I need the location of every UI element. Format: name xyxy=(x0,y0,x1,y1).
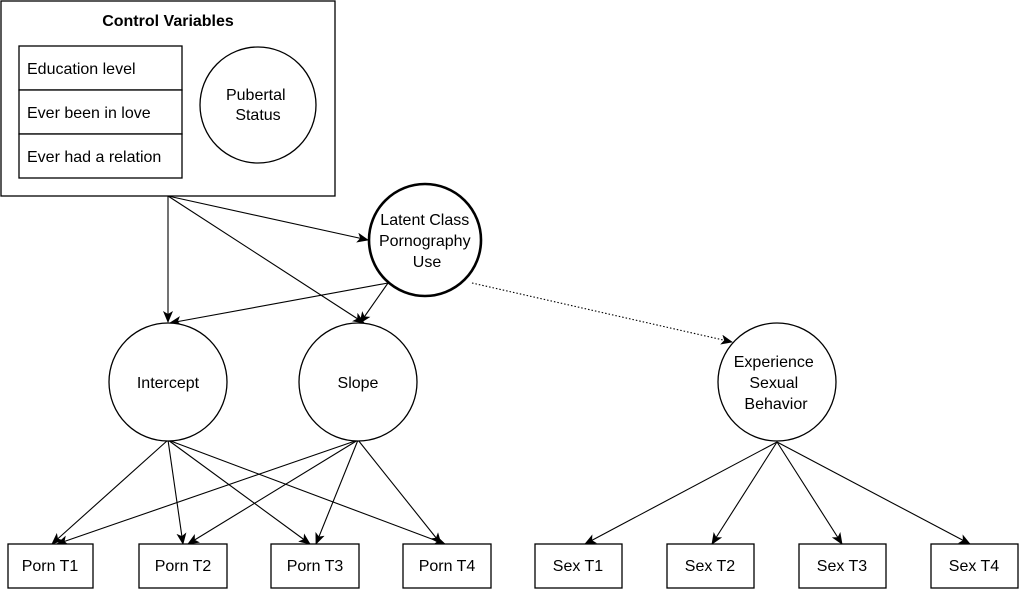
latent-class-line: Use xyxy=(413,254,442,271)
control-item-label: Ever had a relation xyxy=(27,149,161,166)
control-item-label: Ever been in love xyxy=(27,105,151,122)
arrow-slope-to-porn-t1 xyxy=(56,439,359,546)
porn-indicator-box xyxy=(270,543,360,589)
sex-indicators: Sex T1 Sex T2 Sex T3 Sex T4 xyxy=(534,543,1019,589)
pubertal-status-line: Status xyxy=(235,107,280,124)
arrow-slope-to-porn-t2 xyxy=(187,439,359,545)
experience-node-group: Experience Sexual Behavior xyxy=(717,322,837,442)
sex-indicator-box xyxy=(930,543,1019,589)
sex-indicator-label: Sex T3 xyxy=(817,558,868,575)
intercept-label: Intercept xyxy=(137,375,200,392)
control-item-box xyxy=(18,45,183,91)
intercept-node-group: Intercept xyxy=(108,322,228,442)
experience-node xyxy=(717,322,837,442)
porn-indicator-box xyxy=(7,543,94,589)
slope-label: Slope xyxy=(338,375,379,392)
latent-class-node xyxy=(367,182,483,298)
latent-class-line: Latent Class xyxy=(380,212,469,229)
experience-label: Experience Sexual Behavior xyxy=(734,354,819,413)
latent-class-line: Pornography xyxy=(379,233,471,250)
sex-indicator-label: Sex T1 xyxy=(553,558,604,575)
porn-indicator-label: Porn T2 xyxy=(155,558,212,575)
porn-indicator-label: Porn T4 xyxy=(419,558,476,575)
latent-class-label: Latent Class Pornography Use xyxy=(379,212,475,271)
experience-line: Behavior xyxy=(744,396,808,413)
arrow-controls-to-latent-class xyxy=(167,195,369,243)
porn-indicator-label: Porn T3 xyxy=(287,558,344,575)
sex-indicator-box xyxy=(666,543,755,589)
porn-indicators: Porn T1 Porn T2 Porn T3 Porn T4 xyxy=(7,543,492,589)
control-item-label: Education level xyxy=(27,61,136,78)
arrow-intercept-to-porn-t2 xyxy=(167,439,187,545)
pubertal-status-label: Pubertal Status xyxy=(226,87,290,124)
sex-indicator-box xyxy=(534,543,623,589)
arrow-latent-class-to-slope xyxy=(359,282,389,324)
latent-class-node-group: Latent Class Pornography Use xyxy=(367,182,483,298)
edges xyxy=(51,195,971,546)
experience-line: Sexual xyxy=(749,375,798,392)
arrow-intercept-to-porn-t4 xyxy=(167,439,446,545)
experience-line: Experience xyxy=(734,354,814,371)
arrow-experience-to-sex-t1 xyxy=(584,441,778,545)
pubertal-status-node xyxy=(199,46,317,164)
arrow-slope-to-porn-t4 xyxy=(357,439,442,545)
porn-indicator-box xyxy=(138,543,228,589)
arrow-experience-to-sex-t2 xyxy=(711,441,778,545)
intercept-node xyxy=(108,322,228,442)
sex-indicator-box xyxy=(798,543,887,589)
arrow-experience-to-sex-t3 xyxy=(776,441,843,545)
slope-node xyxy=(298,322,418,442)
arrow-latent-class-to-experience xyxy=(471,282,733,345)
arrow-experience-to-sex-t4 xyxy=(776,441,971,545)
arrow-latent-class-to-intercept xyxy=(169,282,389,326)
arrow-intercept-to-porn-t3 xyxy=(167,439,311,545)
sex-indicator-label: Sex T4 xyxy=(949,558,1000,575)
pubertal-status-line: Pubertal xyxy=(226,87,286,104)
arrow-intercept-to-porn-t1 xyxy=(51,439,169,545)
control-variables-group: Control Variables Education level Ever b… xyxy=(0,0,336,197)
arrow-controls-to-slope xyxy=(167,195,365,324)
porn-indicator-box xyxy=(402,543,492,589)
porn-indicator-label: Porn T1 xyxy=(22,558,79,575)
control-item-box xyxy=(18,133,183,179)
control-variables-title: Control Variables xyxy=(102,13,234,30)
slope-node-group: Slope xyxy=(298,322,418,442)
arrow-slope-to-porn-t3 xyxy=(315,439,359,545)
sex-indicator-label: Sex T2 xyxy=(685,558,736,575)
